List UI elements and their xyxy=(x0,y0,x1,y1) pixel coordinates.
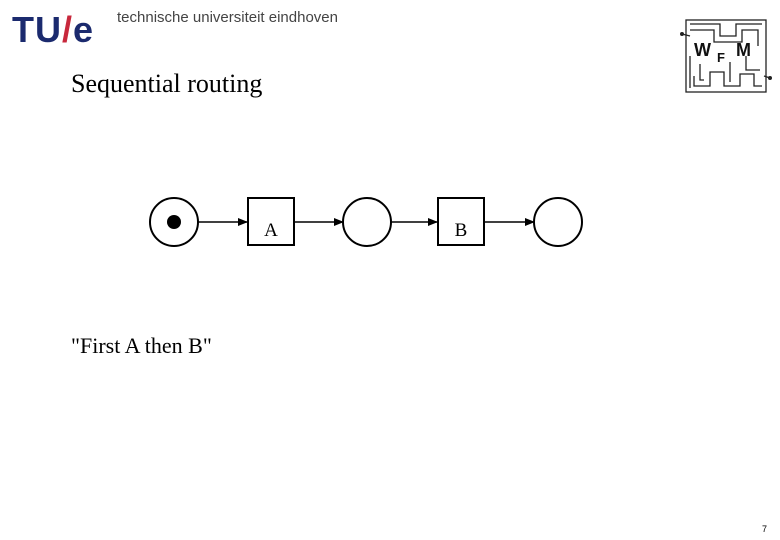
wfm-letter-f: F xyxy=(717,50,725,65)
page-number: 7 xyxy=(761,524,767,534)
logo-tu: TU xyxy=(12,9,62,50)
slide-title: Sequential routing xyxy=(71,69,263,98)
transition-b xyxy=(437,197,485,246)
tue-logo: TU/e xyxy=(12,10,94,50)
wfm-logo: W F M xyxy=(680,19,772,93)
transition-a-label: A xyxy=(264,220,278,241)
transition-a xyxy=(247,197,295,246)
university-name: technische universiteit eindhoven xyxy=(117,9,338,26)
logo-e: e xyxy=(73,9,95,50)
place-middle xyxy=(342,197,392,247)
wfm-letter-m: M xyxy=(736,40,751,60)
transition-b-label: B xyxy=(455,220,468,241)
logo-slash: / xyxy=(62,9,74,50)
caption: "First A then B" xyxy=(71,333,212,358)
wfm-letter-w: W xyxy=(694,40,711,60)
place-end xyxy=(533,197,583,247)
token xyxy=(167,215,181,229)
petri-net-diagram: A B xyxy=(149,197,583,247)
